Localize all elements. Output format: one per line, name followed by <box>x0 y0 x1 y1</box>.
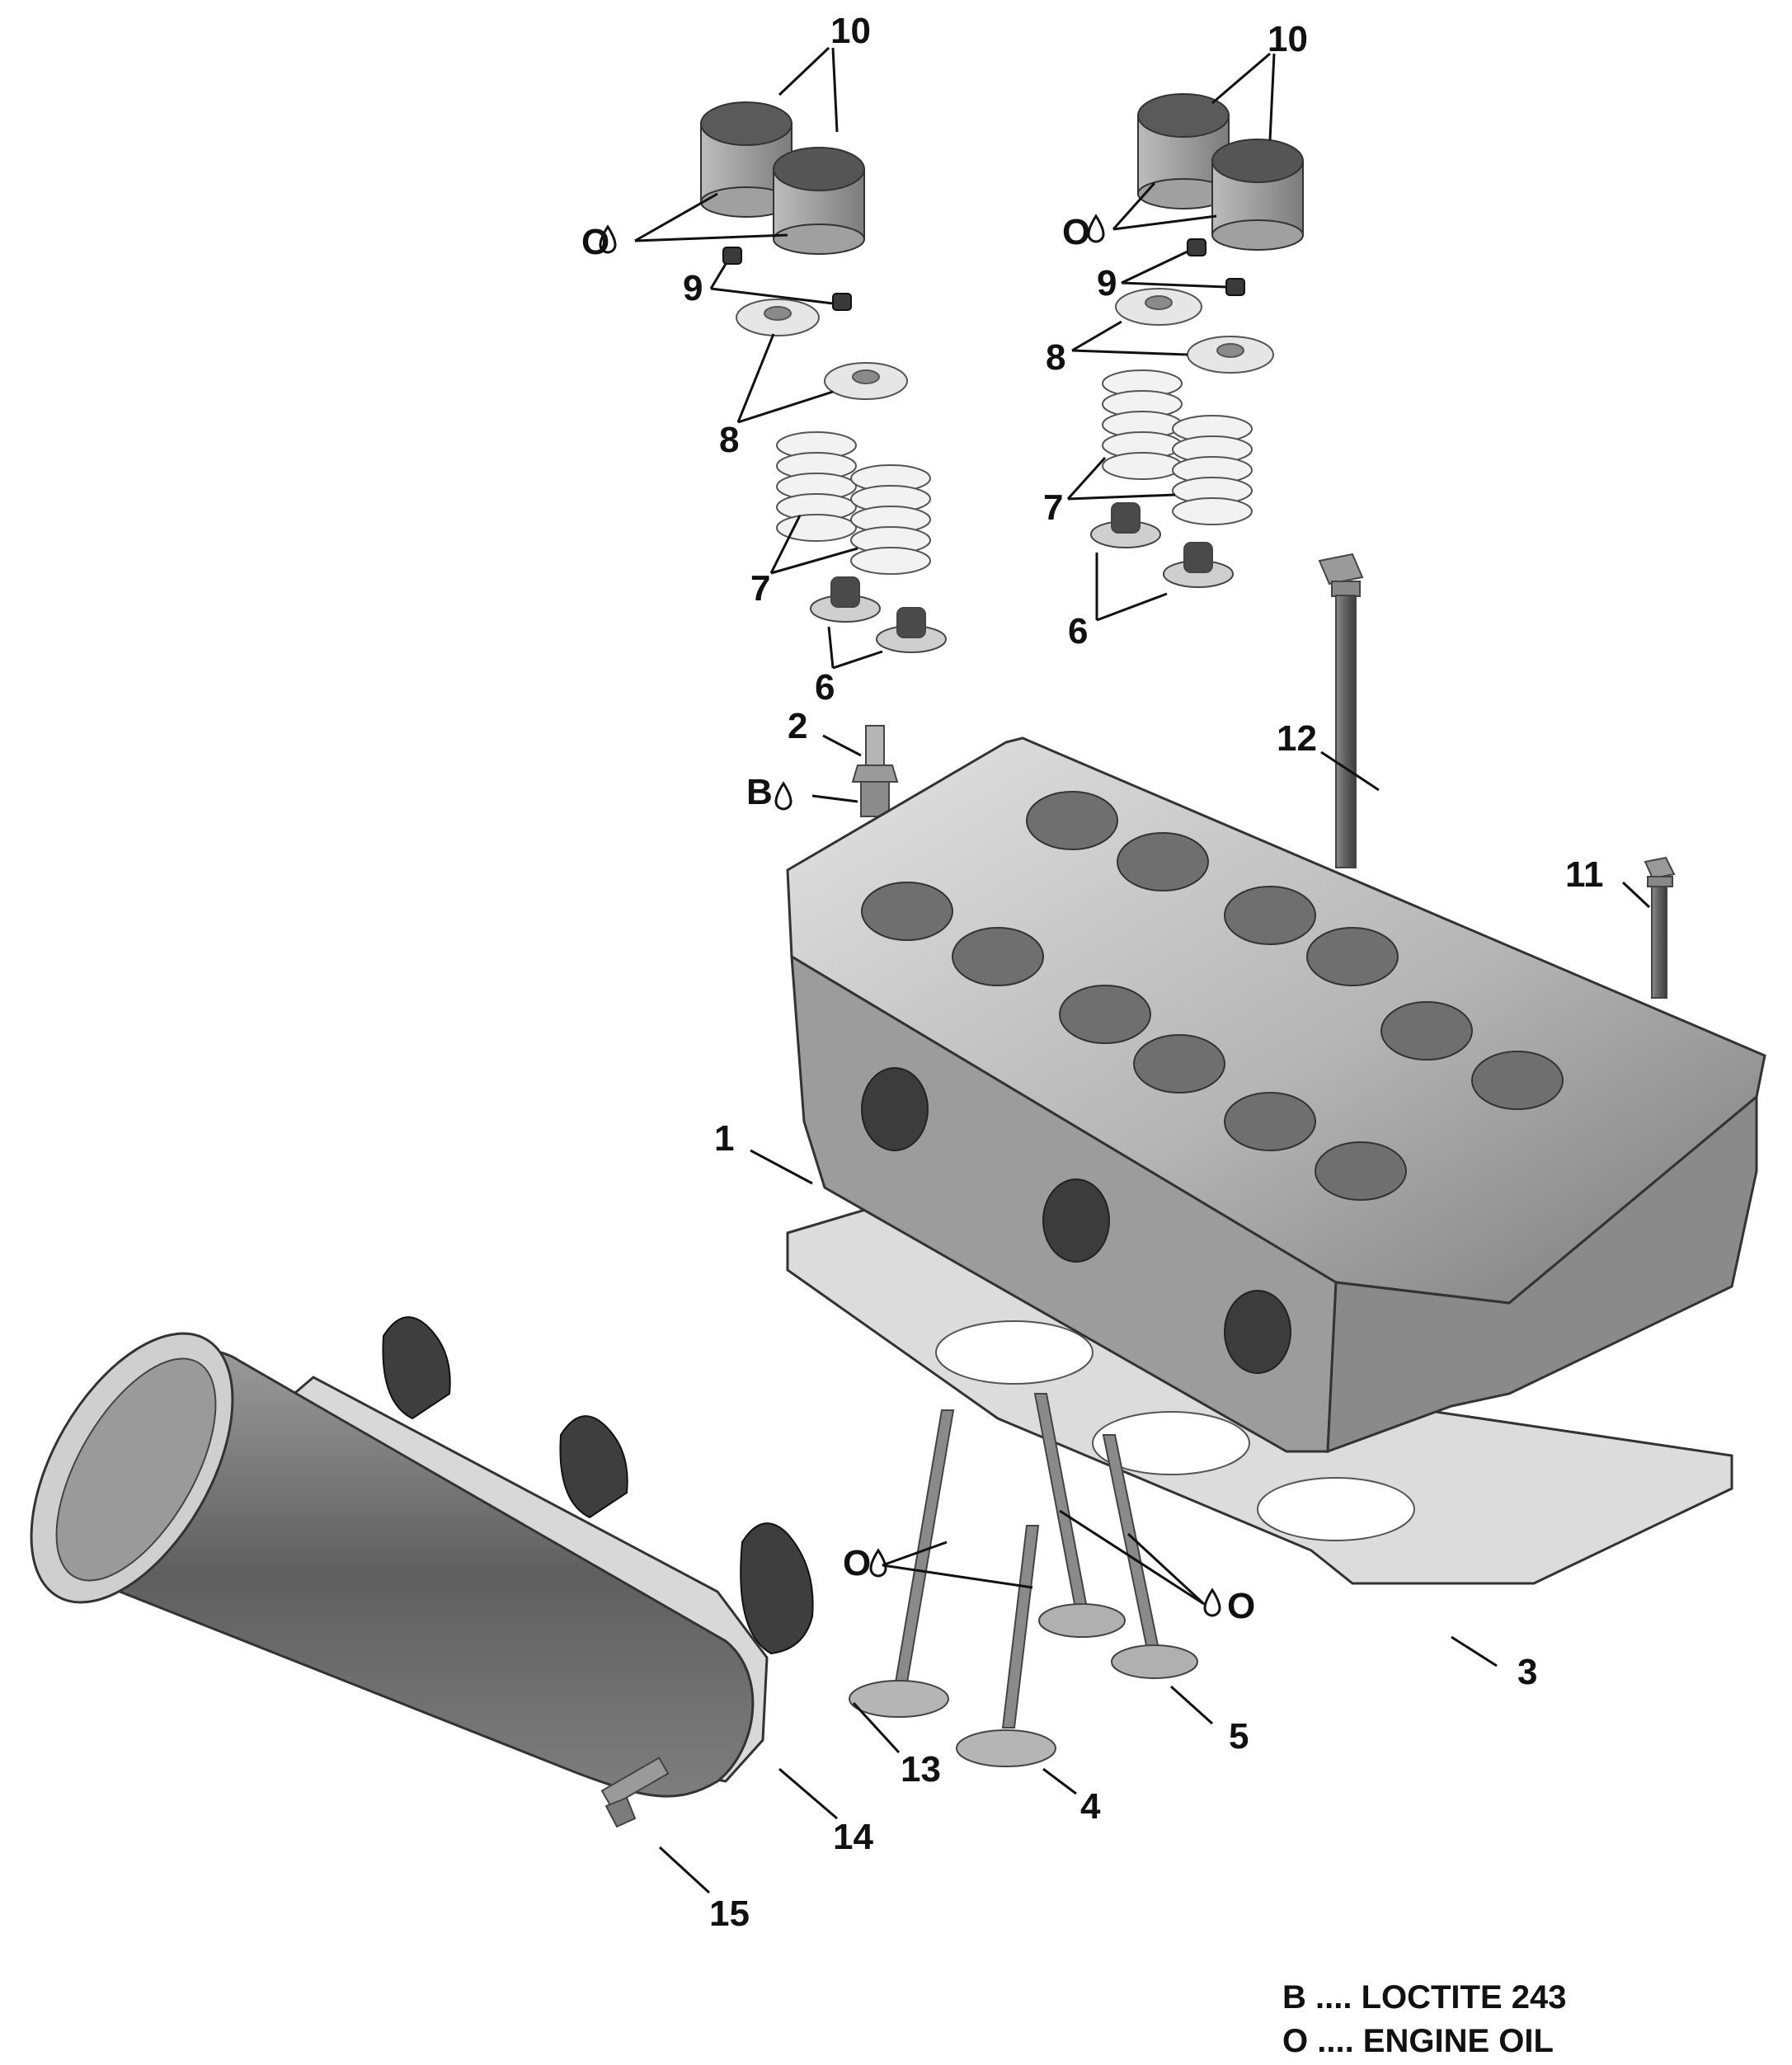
oil-drop-icon <box>1203 1588 1221 1617</box>
callout-10-right: 10 <box>1268 19 1308 59</box>
oil-drop-icon <box>869 1548 887 1578</box>
callout-8-right: 8 <box>1046 337 1065 378</box>
callout-loctite: B <box>746 772 773 812</box>
callout-15: 15 <box>709 1893 750 1934</box>
valve-stem-seals <box>810 502 1234 653</box>
callout-2: 2 <box>788 706 807 746</box>
legend-engine-oil: O .... ENGINE OIL <box>1282 2023 1554 2059</box>
cylinder-head-bolt <box>1318 553 1364 868</box>
callout-7-right: 7 <box>1043 487 1063 528</box>
leader-lines <box>634 46 1651 1894</box>
callout-8-left: 8 <box>719 420 739 460</box>
intake-valves <box>1033 1393 1198 1679</box>
callout-6-left: 6 <box>815 667 835 708</box>
callout-6-right: 6 <box>1068 611 1088 651</box>
callout-oil-tappets-left: O <box>581 222 609 262</box>
callout-12: 12 <box>1277 718 1317 759</box>
flange-screw <box>600 1757 670 1828</box>
oil-drop-icon <box>774 781 793 811</box>
spring-retainers <box>736 288 1274 400</box>
exhaust-gaskets <box>382 1316 814 1655</box>
legend-loctite: B .... LOCTITE 243 <box>1282 1979 1567 2016</box>
oil-drop-icon <box>599 224 617 254</box>
callout-9-right: 9 <box>1097 263 1117 303</box>
tappet-group-right <box>1137 93 1304 251</box>
tappet-group-left <box>700 101 865 255</box>
exhaust-valves <box>849 1409 1056 1767</box>
callout-7-left: 7 <box>750 568 770 609</box>
oil-drop-icon <box>1087 214 1105 243</box>
cylinder-head <box>786 736 1766 1454</box>
callout-1: 1 <box>714 1118 734 1159</box>
callout-oil-valves-right: O <box>1227 1586 1255 1626</box>
callout-5: 5 <box>1229 1716 1249 1757</box>
callout-10-left: 10 <box>830 11 871 51</box>
callout-9-left: 9 <box>683 268 703 308</box>
screw-part <box>1644 856 1676 999</box>
callout-11: 11 <box>1565 854 1604 895</box>
fitting-part <box>851 725 899 817</box>
callout-oil-tappets-right: O <box>1062 212 1090 252</box>
valve-springs <box>776 369 1253 575</box>
callout-4: 4 <box>1080 1786 1101 1827</box>
callout-oil-valves-left: O <box>843 1543 871 1583</box>
valve-keys <box>722 238 1245 311</box>
legend: B .... LOCTITE 243 O .... ENGINE OIL <box>1282 1979 1567 2059</box>
callout-14: 14 <box>833 1817 873 1857</box>
callout-3: 3 <box>1517 1652 1537 1692</box>
exhaust-pipe <box>30 1332 755 1798</box>
callout-labels: 10 10 O O 9 9 8 8 7 7 6 6 2 B 12 11 1 O … <box>581 11 1604 1934</box>
callout-13: 13 <box>901 1749 941 1790</box>
